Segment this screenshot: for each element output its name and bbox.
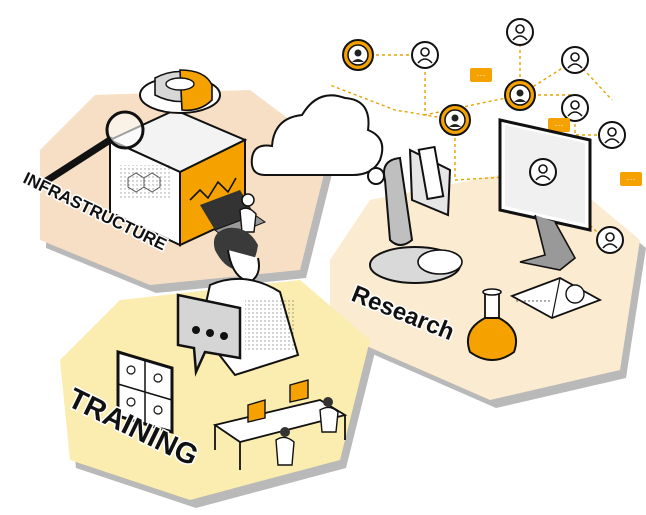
chat-bubble-large-icon — [176, 293, 242, 377]
monitor-icon — [498, 118, 592, 271]
svg-text:···: ··· — [627, 174, 636, 184]
video-call-screen-icon — [116, 349, 174, 435]
data-ring-icon — [139, 69, 221, 114]
flask-icon — [466, 288, 518, 361]
svg-text:···: ··· — [555, 120, 564, 130]
microscope-icon — [367, 145, 463, 284]
laptop-icon — [200, 190, 267, 239]
training-desk — [212, 379, 348, 470]
book-icon — [509, 277, 603, 319]
research-tile — [330, 165, 640, 400]
cloud-icon — [250, 94, 384, 177]
chat-bubble-icons: ··· ··· ··· — [470, 68, 642, 186]
magnifier-icon — [36, 110, 145, 189]
svg-text:···: ··· — [477, 70, 486, 80]
